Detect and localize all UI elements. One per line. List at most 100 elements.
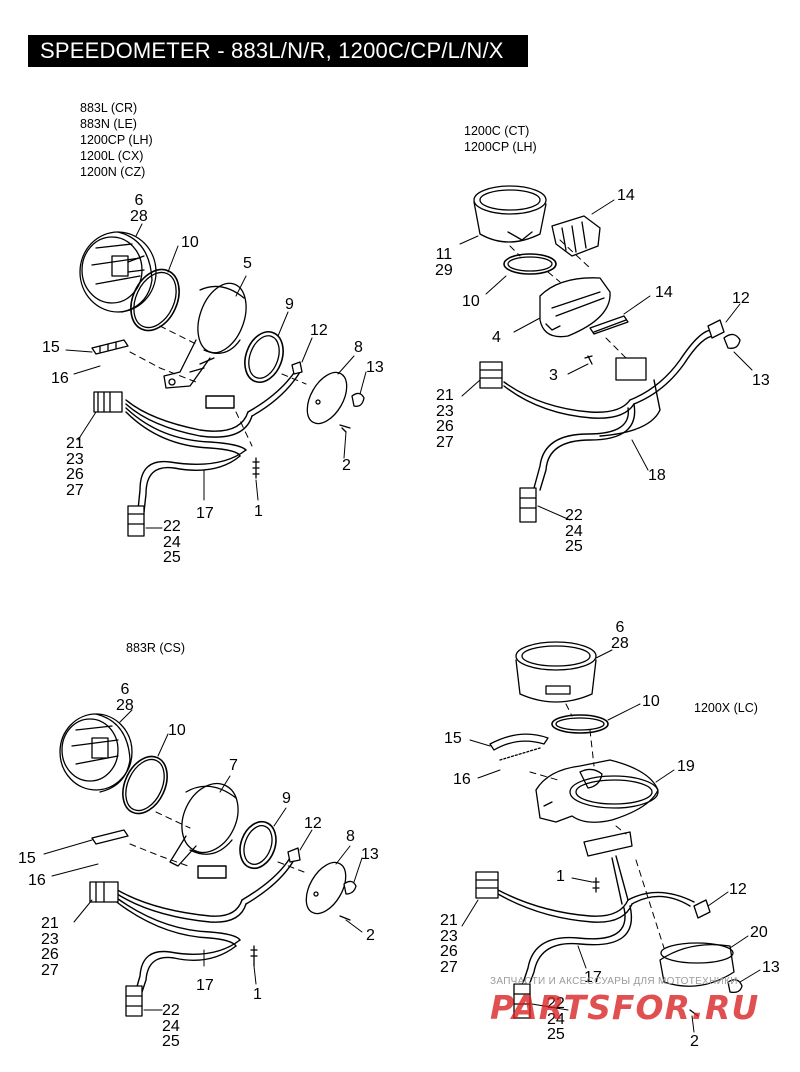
callout-6-28: 6 28 xyxy=(116,682,134,713)
callout-16: 16 xyxy=(51,370,69,387)
callout-number: 21 xyxy=(440,912,458,929)
callout-16: 16 xyxy=(28,872,46,889)
bracket-housing-art xyxy=(163,282,247,389)
callout-3: 3 xyxy=(549,367,558,384)
panel-top-left-art xyxy=(65,223,367,537)
panel-top-right-art xyxy=(459,185,753,523)
callout-10: 10 xyxy=(181,234,199,251)
callout-number: 21 xyxy=(436,387,454,404)
callout-22-24-25: 22 24 25 xyxy=(547,996,565,1043)
callout-16: 16 xyxy=(453,771,471,788)
callout-6-28: 6 28 xyxy=(130,193,148,224)
callout-22-24-25: 22 24 25 xyxy=(163,519,181,566)
callout-6-28: 6 28 xyxy=(611,620,629,651)
callout-number: 25 xyxy=(565,538,583,555)
callout-22-24-25: 22 24 25 xyxy=(162,1003,180,1050)
callout-14: 14 xyxy=(655,284,673,301)
panel-bottom-left-art xyxy=(43,709,363,1017)
callout-8: 8 xyxy=(346,828,355,845)
watermark: ЗАПЧАСТИ И АКСЕССУАРЫ ДЛЯ МОТОТЕХНИКИ PA… xyxy=(490,976,790,1027)
callout-number: 24 xyxy=(547,1010,565,1028)
callout-12: 12 xyxy=(729,881,747,898)
wiring-harness-art xyxy=(125,369,301,513)
callout-number: 27 xyxy=(440,958,458,976)
callout-number: 23 xyxy=(436,402,454,420)
callout-18: 18 xyxy=(648,467,666,484)
callout-12: 12 xyxy=(304,815,322,832)
model-code: 1200L (CX) xyxy=(80,149,144,163)
callout-number: 27 xyxy=(41,961,59,979)
callout-number: 22 xyxy=(163,518,181,535)
callout-15: 15 xyxy=(444,730,462,747)
callout-17: 17 xyxy=(584,969,602,986)
model-code: 1200N (CZ) xyxy=(80,165,146,179)
callout-number: 29 xyxy=(435,261,453,279)
callout-12: 12 xyxy=(732,290,750,307)
callout-number: 26 xyxy=(66,466,84,483)
callout-13: 13 xyxy=(752,372,770,389)
callout-17: 17 xyxy=(196,977,214,994)
callout-17: 17 xyxy=(196,505,214,522)
model-list-top-left: 883L (CR) 883N (LE) 1200CP (LH) 1200L (C… xyxy=(80,100,153,180)
callout-number: 21 xyxy=(41,915,59,932)
model-code: 883L (CR) xyxy=(80,101,138,115)
callout-11-29: 11 29 xyxy=(435,247,453,278)
callout-number: 25 xyxy=(163,549,181,566)
callout-number: 22 xyxy=(565,507,583,524)
callout-13: 13 xyxy=(361,846,379,863)
watermark-tagline: ЗАПЧАСТИ И АКСЕССУАРЫ ДЛЯ МОТОТЕХНИКИ xyxy=(490,976,738,987)
callout-2: 2 xyxy=(690,1033,699,1050)
callout-15: 15 xyxy=(42,339,60,356)
callout-1: 1 xyxy=(254,503,263,520)
callout-number: 21 xyxy=(66,435,84,452)
model-list-bottom-right: 1200X (LC) xyxy=(694,700,758,716)
callout-2: 2 xyxy=(342,457,351,474)
callout-number: 24 xyxy=(565,522,583,540)
callout-10: 10 xyxy=(168,722,186,739)
watermark-logo: PARTSFOR.RU xyxy=(490,988,760,1027)
callout-number: 27 xyxy=(66,481,84,499)
callout-number: 23 xyxy=(66,450,84,468)
callout-9: 9 xyxy=(282,790,291,807)
speedometer-gauge-art xyxy=(79,231,157,313)
callout-1: 1 xyxy=(253,986,262,1003)
callout-number: 26 xyxy=(436,418,454,435)
callout-number: 27 xyxy=(436,433,454,451)
callout-14: 14 xyxy=(617,187,635,204)
callout-number: 25 xyxy=(547,1026,565,1043)
callout-20: 20 xyxy=(750,924,768,941)
panel-bottom-right-art xyxy=(461,641,761,1033)
callout-number: 28 xyxy=(116,696,134,714)
callout-number: 26 xyxy=(41,946,59,963)
callout-number: 6 xyxy=(134,192,144,209)
callout-15: 15 xyxy=(18,850,36,867)
model-code: 1200X (LC) xyxy=(694,701,758,715)
callout-number: 28 xyxy=(611,634,629,652)
callout-9: 9 xyxy=(285,296,294,313)
model-list-bottom-left: 883R (CS) xyxy=(126,640,185,656)
model-list-top-right: 1200C (CT) 1200CP (LH) xyxy=(464,123,537,155)
callout-number: 24 xyxy=(162,1017,180,1035)
model-code: 883R (CS) xyxy=(126,641,186,655)
model-code: 883N (LE) xyxy=(80,117,137,131)
callout-1: 1 xyxy=(556,868,565,885)
callout-8: 8 xyxy=(354,339,363,356)
callout-21-23-26-27: 21 23 26 27 xyxy=(66,436,84,498)
callout-13: 13 xyxy=(762,959,780,976)
callout-21-23-26-27: 21 23 26 27 xyxy=(41,916,59,978)
callout-number: 28 xyxy=(130,207,148,225)
callout-number: 22 xyxy=(162,1002,180,1019)
callout-10: 10 xyxy=(642,693,660,710)
callout-number: 23 xyxy=(440,927,458,945)
model-code: 1200CP (LH) xyxy=(80,133,153,147)
callout-number: 11 xyxy=(435,246,453,263)
callout-19: 19 xyxy=(677,758,695,775)
callout-13: 13 xyxy=(366,359,384,376)
model-code: 1200C (CT) xyxy=(464,124,530,138)
callout-7: 7 xyxy=(229,757,238,774)
callout-number: 24 xyxy=(163,533,181,551)
callout-21-23-26-27: 21 23 26 27 xyxy=(436,388,454,450)
callout-21-23-26-27: 21 23 26 27 xyxy=(440,913,458,975)
callout-2: 2 xyxy=(366,927,375,944)
